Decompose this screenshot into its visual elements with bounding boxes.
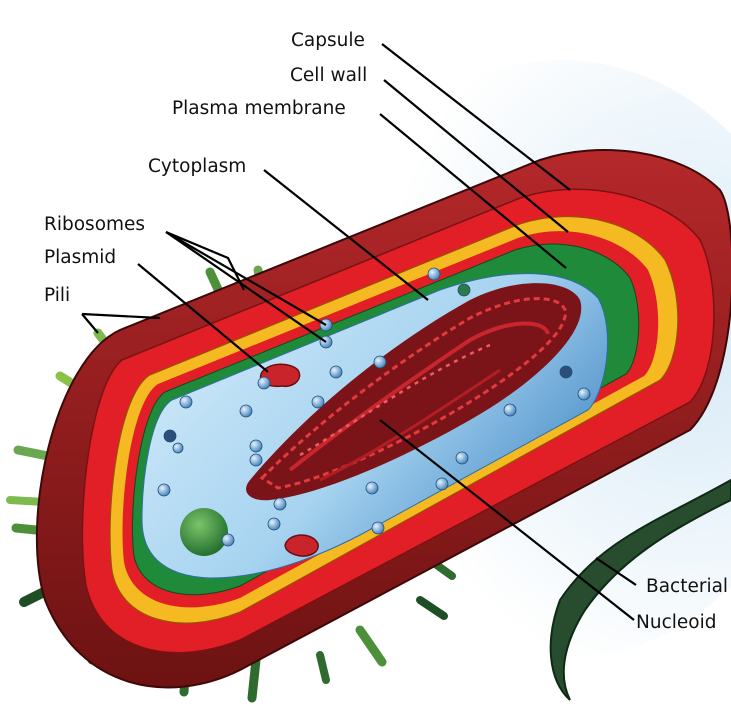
storage-granule: [180, 508, 228, 556]
nucleoid-leader: [379, 419, 635, 621]
flagellum-leader: [595, 557, 637, 586]
ribosomes-leader-1: [165, 231, 327, 326]
ribosomes: [157, 267, 591, 547]
capsule-leader: [381, 43, 571, 191]
label-capsule: Capsule: [291, 30, 365, 51]
label-pili: Pili: [44, 285, 71, 306]
pili-leader-1: [81, 312, 161, 320]
label-cell-wall: Cell wall: [290, 65, 368, 86]
leader-lines: [81, 43, 637, 621]
nucleoid: [246, 283, 582, 501]
ribosomes-leader-3: [165, 230, 245, 291]
label-cytoplasm: Cytoplasm: [148, 156, 247, 177]
cytoplasm-leader: [263, 169, 429, 301]
label-plasma-membrane: Plasma membrane: [172, 98, 346, 119]
plasma-membrane-leader: [379, 113, 567, 269]
ribosomes-leader-2: [165, 231, 327, 343]
label-nucleoid: Nucleoid: [636, 612, 717, 633]
plasmids: [259, 363, 319, 557]
label-plasmid: Plasmid: [44, 247, 117, 268]
label-flagellum: Bacterial Flagellum: [646, 576, 731, 597]
label-ribosomes: Ribosomes: [44, 214, 146, 235]
flagellum: [549, 478, 731, 701]
cell-wall-leader: [383, 79, 569, 233]
pili-leader-2: [81, 313, 99, 334]
plasmid-leader: [137, 263, 269, 373]
